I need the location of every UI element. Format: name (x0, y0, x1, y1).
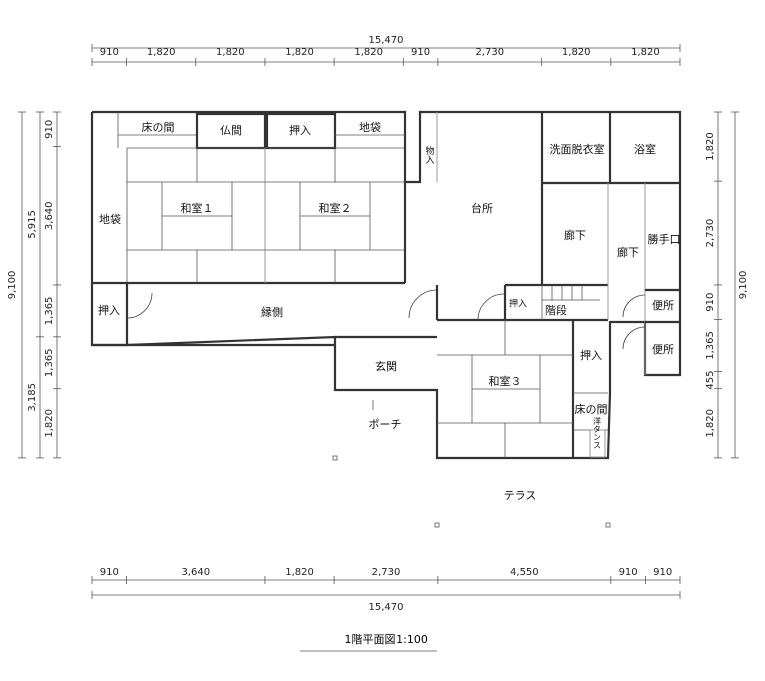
room-monoire: 物入 (424, 145, 435, 164)
room-labels: 床の間 仏間 押入 地袋 物入 地袋 和室１ 和室２ 台所 洗面脱衣室 浴室 廊… (98, 120, 681, 502)
bottom-total-dimension-label: 15,470 (369, 602, 404, 613)
left-dimension-label: 910 (44, 120, 55, 139)
top-dimension-label: 1,820 (147, 47, 176, 58)
left-dimension-label: 3,640 (44, 201, 55, 230)
bottom-dimension-label: 910 (619, 567, 638, 578)
top-dimension-label: 2,730 (475, 47, 504, 58)
room-oshiire: 押入 (289, 123, 311, 137)
bottom-dimension-label: 910 (100, 567, 119, 578)
room-hallway-2: 廊下 (617, 245, 639, 259)
right-dimension-label: 910 (705, 293, 716, 312)
plan-title: 1階平面図 1:100 (300, 632, 437, 652)
scale-text: 1:100 (396, 633, 428, 646)
top-dimension-label: 1,820 (562, 47, 591, 58)
bottom-dimension-label: 4,550 (510, 567, 539, 578)
bottom-dimension-label: 1,820 (285, 567, 314, 578)
room-oshiire-left: 押入 (98, 303, 120, 317)
right-dimension-label: 1,820 (705, 132, 716, 161)
top-dimension-label: 1,820 (285, 47, 314, 58)
room-wardrobe: 洋タンス (593, 416, 602, 449)
room-stairs: 階段 (545, 303, 567, 317)
top-dimension-label: 1,820 (631, 47, 660, 58)
top-dimension-label: 1,820 (354, 47, 383, 58)
room-toilet-2: 便所 (652, 343, 674, 356)
bottom-dimension-label: 2,730 (372, 567, 401, 578)
dimension-lines: 15,470 910 1,820 1,820 1,820 1,820 910 2,730 1,8… (7, 35, 749, 613)
left-mid-dimension-label: 3,185 (27, 383, 38, 412)
right-dimension-label: 2,730 (705, 219, 716, 248)
room-washitsu-3: 和室３ (489, 374, 522, 388)
room-jibukuro: 地袋 (359, 120, 381, 134)
left-dimension-label: 1,365 (44, 348, 55, 377)
top-dimension-label: 910 (411, 47, 430, 58)
left-dimension-label: 1,820 (44, 409, 55, 438)
left-dimension-label: 1,365 (44, 297, 55, 326)
room-oshiire-3: 押入 (580, 348, 602, 362)
room-entrance: 玄関 (375, 359, 397, 373)
right-total-dimension-label: 9,100 (738, 271, 749, 300)
bottom-dimension-label: 3,640 (181, 567, 210, 578)
left-mid-dimension-label: 5,915 (27, 210, 38, 239)
right-dimension-label: 1,365 (705, 331, 716, 360)
room-washroom: 洗面脱衣室 (550, 142, 605, 156)
room-jibukuro-left: 地袋 (99, 212, 121, 226)
left-total-dimension-label: 9,100 (7, 271, 18, 300)
room-tokonoma: 床の間 (142, 120, 175, 134)
room-toilet-1: 便所 (652, 299, 674, 312)
room-bath: 浴室 (634, 142, 656, 156)
room-butsuma: 仏間 (220, 124, 242, 137)
room-back-door: 勝手口 (648, 232, 681, 246)
room-washitsu-2: 和室２ (319, 201, 352, 215)
top-dimension-label: 1,820 (216, 47, 245, 58)
title-text: 1階平面図 (345, 632, 396, 646)
room-washitsu-1: 和室１ (181, 201, 214, 215)
room-tokonoma-2: 床の間 (575, 402, 608, 416)
room-engawa: 縁側 (261, 305, 283, 319)
top-dimension-label: 910 (100, 47, 119, 58)
room-oshiire-stairs: 押入 (509, 298, 527, 310)
top-total-dimension-label: 15,470 (369, 35, 404, 46)
walls (90, 110, 682, 528)
right-dimension-label: 1,820 (705, 409, 716, 438)
room-kitchen: 台所 (471, 201, 493, 215)
room-hallway-1: 廊下 (564, 228, 586, 242)
room-porch: ポーチ (369, 418, 402, 431)
bottom-dimension-label: 910 (653, 567, 672, 578)
right-dimension-label: 455 (705, 371, 716, 390)
room-terrace: テラス (504, 489, 537, 502)
